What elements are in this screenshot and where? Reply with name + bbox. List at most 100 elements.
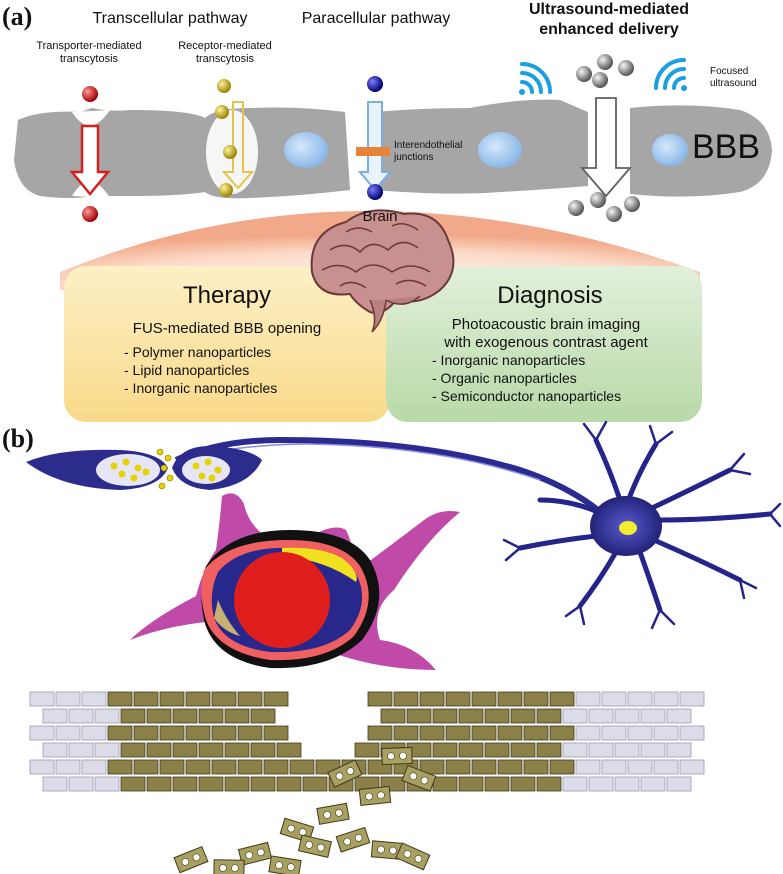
leaky-junction-block — [653, 759, 679, 775]
tight-junction-block — [419, 725, 445, 741]
leaky-junction-block — [588, 776, 614, 792]
leaky-junction-block — [666, 742, 692, 758]
leaky-junction-block — [679, 759, 705, 775]
tight-junction-block — [146, 776, 172, 792]
leaky-junction-block — [68, 708, 94, 724]
receptor-line-1: Receptor-mediated — [178, 40, 272, 52]
loose-junction-block — [237, 841, 273, 866]
loose-junction-block — [297, 834, 332, 858]
tight-junction-block — [367, 691, 393, 707]
tight-junction-block — [432, 742, 458, 758]
neuron-soma — [502, 420, 782, 630]
tight-junction-block — [276, 776, 302, 792]
tight-junction-block — [250, 742, 276, 758]
tight-junction-block — [120, 776, 146, 792]
tight-junction-block — [419, 691, 445, 707]
tight-junction-block — [484, 776, 510, 792]
leaky-junction-block — [601, 691, 627, 707]
tight-junction-block — [523, 725, 549, 741]
ultrasound-wave-right-icon — [654, 58, 687, 91]
brain-label: Brain — [362, 208, 398, 225]
leaky-junction-block — [81, 725, 107, 741]
tight-junction-block — [172, 742, 198, 758]
tight-junction-block — [120, 708, 146, 724]
tight-junction-block — [159, 759, 185, 775]
diagnosis-item: - Inorganic nanoparticles — [432, 352, 586, 368]
leaky-junction-block — [601, 725, 627, 741]
tight-junction-block — [458, 708, 484, 724]
tight-junction-block — [549, 725, 575, 741]
tight-junction-block — [536, 742, 562, 758]
axon-highlight — [189, 443, 541, 481]
receptor-line-2: transcytosis — [195, 53, 255, 65]
synaptic-terminal — [172, 446, 262, 490]
leaky-junction-block — [653, 725, 679, 741]
tight-junction-block — [549, 759, 575, 775]
synaptic-terminal — [26, 449, 168, 490]
tight-junction-block — [172, 708, 198, 724]
tight-junction-block — [120, 742, 146, 758]
tight-junction-block — [172, 776, 198, 792]
red-nanoparticle — [82, 86, 98, 102]
leaky-junction-block — [614, 708, 640, 724]
tight-junction-block — [432, 708, 458, 724]
tight-junction-block — [107, 725, 133, 741]
therapy-subtitle: FUS-mediated BBB opening — [132, 320, 322, 337]
yellow-nanoparticle — [217, 79, 231, 93]
diagnosis-subtitle-1: Photoacoustic brain imaging — [451, 316, 641, 333]
tight-junction-block — [484, 708, 510, 724]
tight-junction-block — [523, 691, 549, 707]
leaky-junction-block — [627, 725, 653, 741]
brain-image — [310, 209, 455, 333]
paracellular-pathway-title: Paracellular pathway — [301, 10, 451, 27]
tight-junction-block — [133, 759, 159, 775]
blue-nanoparticle — [367, 76, 383, 92]
focused-line-1: Focused — [710, 66, 749, 77]
leaky-junction-block — [55, 725, 81, 741]
tight-junction-block — [198, 776, 224, 792]
tight-junction-block — [133, 691, 159, 707]
leaky-junction-block — [640, 742, 666, 758]
leaky-junction-block — [81, 691, 107, 707]
interendo-line-2: junctions — [394, 152, 434, 163]
tight-junction-block — [237, 725, 263, 741]
tight-junction-block — [211, 691, 237, 707]
tight-junction-block — [224, 742, 250, 758]
focused-ultrasound-label: Focused ultrasound — [710, 66, 757, 90]
ultrasound-arrow — [580, 97, 632, 198]
tight-junction-block — [224, 708, 250, 724]
leaky-junction-block — [575, 725, 601, 741]
gray-nanoparticles-top — [576, 54, 634, 88]
red-nanoparticle — [82, 206, 98, 222]
tight-junction-block — [159, 691, 185, 707]
tight-junction-block — [445, 759, 471, 775]
tight-junction-block — [536, 776, 562, 792]
tight-junction-block — [497, 691, 523, 707]
diagnosis-item: - Organic nanoparticles — [432, 370, 577, 386]
therapy-item: - Polymer nanoparticles — [124, 344, 272, 360]
tight-junction-block — [224, 776, 250, 792]
capillary-cross-section — [201, 530, 380, 669]
leaky-junction-block — [653, 691, 679, 707]
therapy-item: - Lipid nanoparticles — [124, 362, 250, 378]
leaky-junction-block — [588, 708, 614, 724]
leaky-junction-block — [614, 776, 640, 792]
tight-junction-block — [263, 759, 289, 775]
leaky-junction-block — [94, 742, 120, 758]
tight-junction-block — [497, 725, 523, 741]
tight-junction-block — [289, 759, 315, 775]
leaky-junction-block — [640, 776, 666, 792]
tight-junction-block — [263, 691, 289, 707]
tight-junction-block — [536, 708, 562, 724]
loose-junction-block — [173, 845, 209, 874]
receptor-mediated-label: Receptor-mediated transcytosis — [160, 40, 290, 66]
tight-junction-block — [276, 742, 302, 758]
leaky-junction-block — [614, 742, 640, 758]
tight-junction-block — [393, 691, 419, 707]
leaky-junction-block — [562, 742, 588, 758]
leaky-junction-block — [601, 759, 627, 775]
tight-junction-block — [185, 725, 211, 741]
diagnosis-item: - Semiconductor nanoparticles — [432, 388, 622, 404]
leaky-junction-block — [42, 742, 68, 758]
